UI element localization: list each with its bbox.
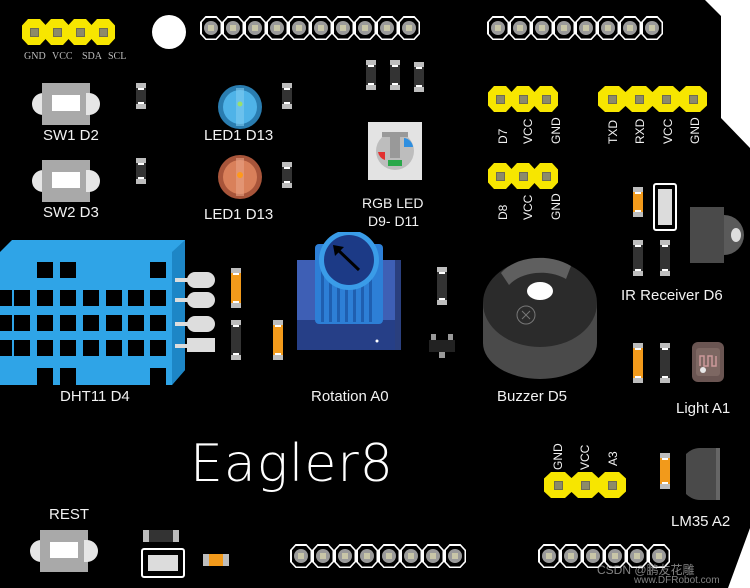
- blue-led-icon: [218, 85, 262, 129]
- sw2-label: SW2 D3: [43, 204, 99, 221]
- a3-pin-label: A3: [606, 451, 620, 466]
- d7-header[interactable]: [488, 86, 558, 112]
- a3-header[interactable]: [544, 472, 626, 498]
- serial-header[interactable]: [598, 86, 707, 112]
- d8-gnd-label: GND: [549, 193, 563, 220]
- watermark-csdn: CSDN @鹏友花雕: [597, 563, 695, 577]
- rotation-label: Rotation A0: [311, 388, 389, 405]
- resistor: [660, 453, 670, 489]
- orange-led-icon: [218, 155, 262, 199]
- lm35-sensor-icon: [686, 448, 720, 500]
- i2c-pin-sda: SDA: [82, 51, 103, 62]
- light-sensor-icon: [692, 342, 724, 382]
- power-led: [141, 548, 185, 578]
- dht11-label: DHT11 D4: [60, 388, 130, 405]
- resistor: [231, 268, 241, 308]
- resistor: [633, 187, 643, 217]
- serial-vcc-label: VCC: [661, 118, 675, 144]
- resistor: [136, 158, 146, 184]
- buzzer-icon: [483, 257, 597, 379]
- bottom-left-arduino-header[interactable]: [290, 544, 466, 568]
- resistor: [660, 240, 670, 276]
- d8-header[interactable]: [488, 163, 558, 189]
- top-left-arduino-header[interactable]: [200, 16, 420, 40]
- board-title: Eagler8: [190, 434, 394, 494]
- ir-led: [653, 183, 677, 231]
- d7-pin-label: D7: [496, 128, 510, 144]
- sw1-button[interactable]: [32, 83, 100, 125]
- resistor: [437, 267, 447, 305]
- resistor: [390, 60, 400, 90]
- resistor: [136, 83, 146, 109]
- d8-vcc-label: VCC: [521, 194, 535, 220]
- resistor: [282, 162, 292, 188]
- resistor: [414, 62, 424, 92]
- i2c-pin-gnd: GND: [24, 51, 46, 62]
- transistor-icon: [429, 334, 455, 358]
- d8-pin-label: D8: [496, 204, 510, 220]
- light-label: Light A1: [676, 400, 731, 417]
- i2c-pin-scl: SCL: [108, 51, 127, 62]
- buzzer-label: Buzzer D5: [497, 388, 568, 405]
- a3-gnd-label: GND: [551, 443, 565, 470]
- serial-rxd-label: RXD: [633, 118, 647, 144]
- led-blue-label: LED1 D13: [204, 127, 274, 144]
- i2c-header[interactable]: [22, 19, 115, 45]
- serial-txd-label: TXD: [606, 120, 620, 144]
- ir-receiver-label: IR Receiver D6: [621, 287, 723, 304]
- reset-label: REST: [49, 506, 90, 523]
- resistor: [633, 240, 643, 276]
- resistor: [660, 343, 670, 383]
- serial-gnd-label: GND: [688, 117, 702, 144]
- i2c-pin-vcc: VCC: [52, 51, 73, 62]
- ir-receiver-icon: [690, 207, 744, 263]
- resistor: [203, 554, 229, 566]
- rgb-led-label-2: D9- D11: [368, 213, 420, 229]
- dht11-sensor-icon: [0, 240, 185, 385]
- d7-gnd-label: GND: [549, 117, 563, 144]
- sw2-button[interactable]: [32, 160, 100, 202]
- led-orange-label: LED1 D13: [204, 206, 274, 223]
- resistor: [143, 530, 179, 542]
- resistor: [231, 320, 241, 360]
- reset-button[interactable]: [30, 530, 98, 572]
- resistor: [273, 320, 283, 360]
- resistor: [282, 83, 292, 109]
- top-right-arduino-header[interactable]: [487, 16, 663, 40]
- rgb-led-label-1: RGB LED: [362, 195, 424, 211]
- sw1-label: SW1 D2: [43, 127, 99, 144]
- watermark-dfrobot: www.DFRobot.com: [634, 575, 720, 586]
- resistor: [633, 343, 643, 383]
- a3-vcc-label: VCC: [578, 444, 592, 470]
- resistor: [366, 60, 376, 90]
- bottom-right-arduino-header[interactable]: [538, 544, 670, 568]
- lm35-label: LM35 A2: [671, 513, 731, 530]
- rgb-led-icon: [368, 122, 422, 180]
- rotation-potentiometer-icon[interactable]: [297, 232, 403, 382]
- d7-vcc-label: VCC: [521, 118, 535, 144]
- dht11-pins: [175, 272, 215, 352]
